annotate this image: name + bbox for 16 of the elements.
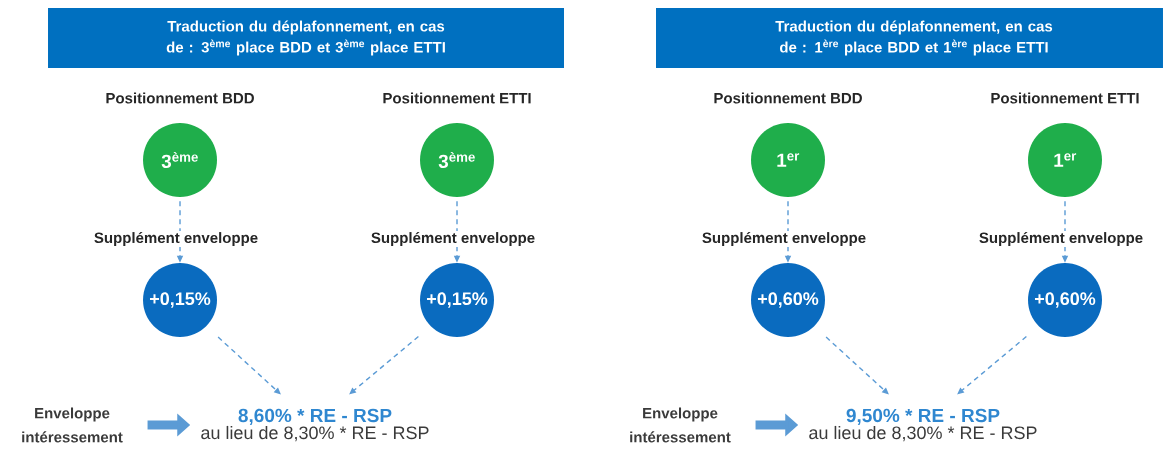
header-banner: Traduction du déplafonnement, en cas de : 3$^{ème}$ place BDD et 3$^{ème}$ place ETTI — [48, 8, 564, 68]
column-heading: Positionnement ETTI — [991, 92, 1139, 104]
caption-text: Supplément enveloppe — [369, 230, 537, 248]
column-heading: Positionnement ETTI — [383, 92, 531, 104]
header-banner: Traduction du déplafonnement, en cas de : 1$^{ère}$ place BDD et 1$^{ère}$ place ETTI — [656, 8, 1163, 68]
caption-text: Supplément enveloppe — [977, 230, 1145, 248]
column-heading: Positionnement BDD — [714, 92, 862, 104]
column-heading: Positionnement BDD — [106, 92, 254, 104]
arrow — [349, 335, 420, 395]
label-text: Enveloppe intéressement — [22, 407, 123, 443]
caption-text: Supplément enveloppe — [92, 230, 260, 248]
caption-text: Supplément enveloppe — [700, 230, 868, 248]
label-text: Enveloppe intéressement — [630, 407, 731, 443]
formula-text: 9,50% * RE - RSP au lieu de 8,30% * RE - RSP — [809, 408, 1037, 442]
arrow — [957, 335, 1028, 395]
formula-text: 8,60% * RE - RSP au lieu de 8,30% * RE - RSP — [201, 408, 429, 442]
